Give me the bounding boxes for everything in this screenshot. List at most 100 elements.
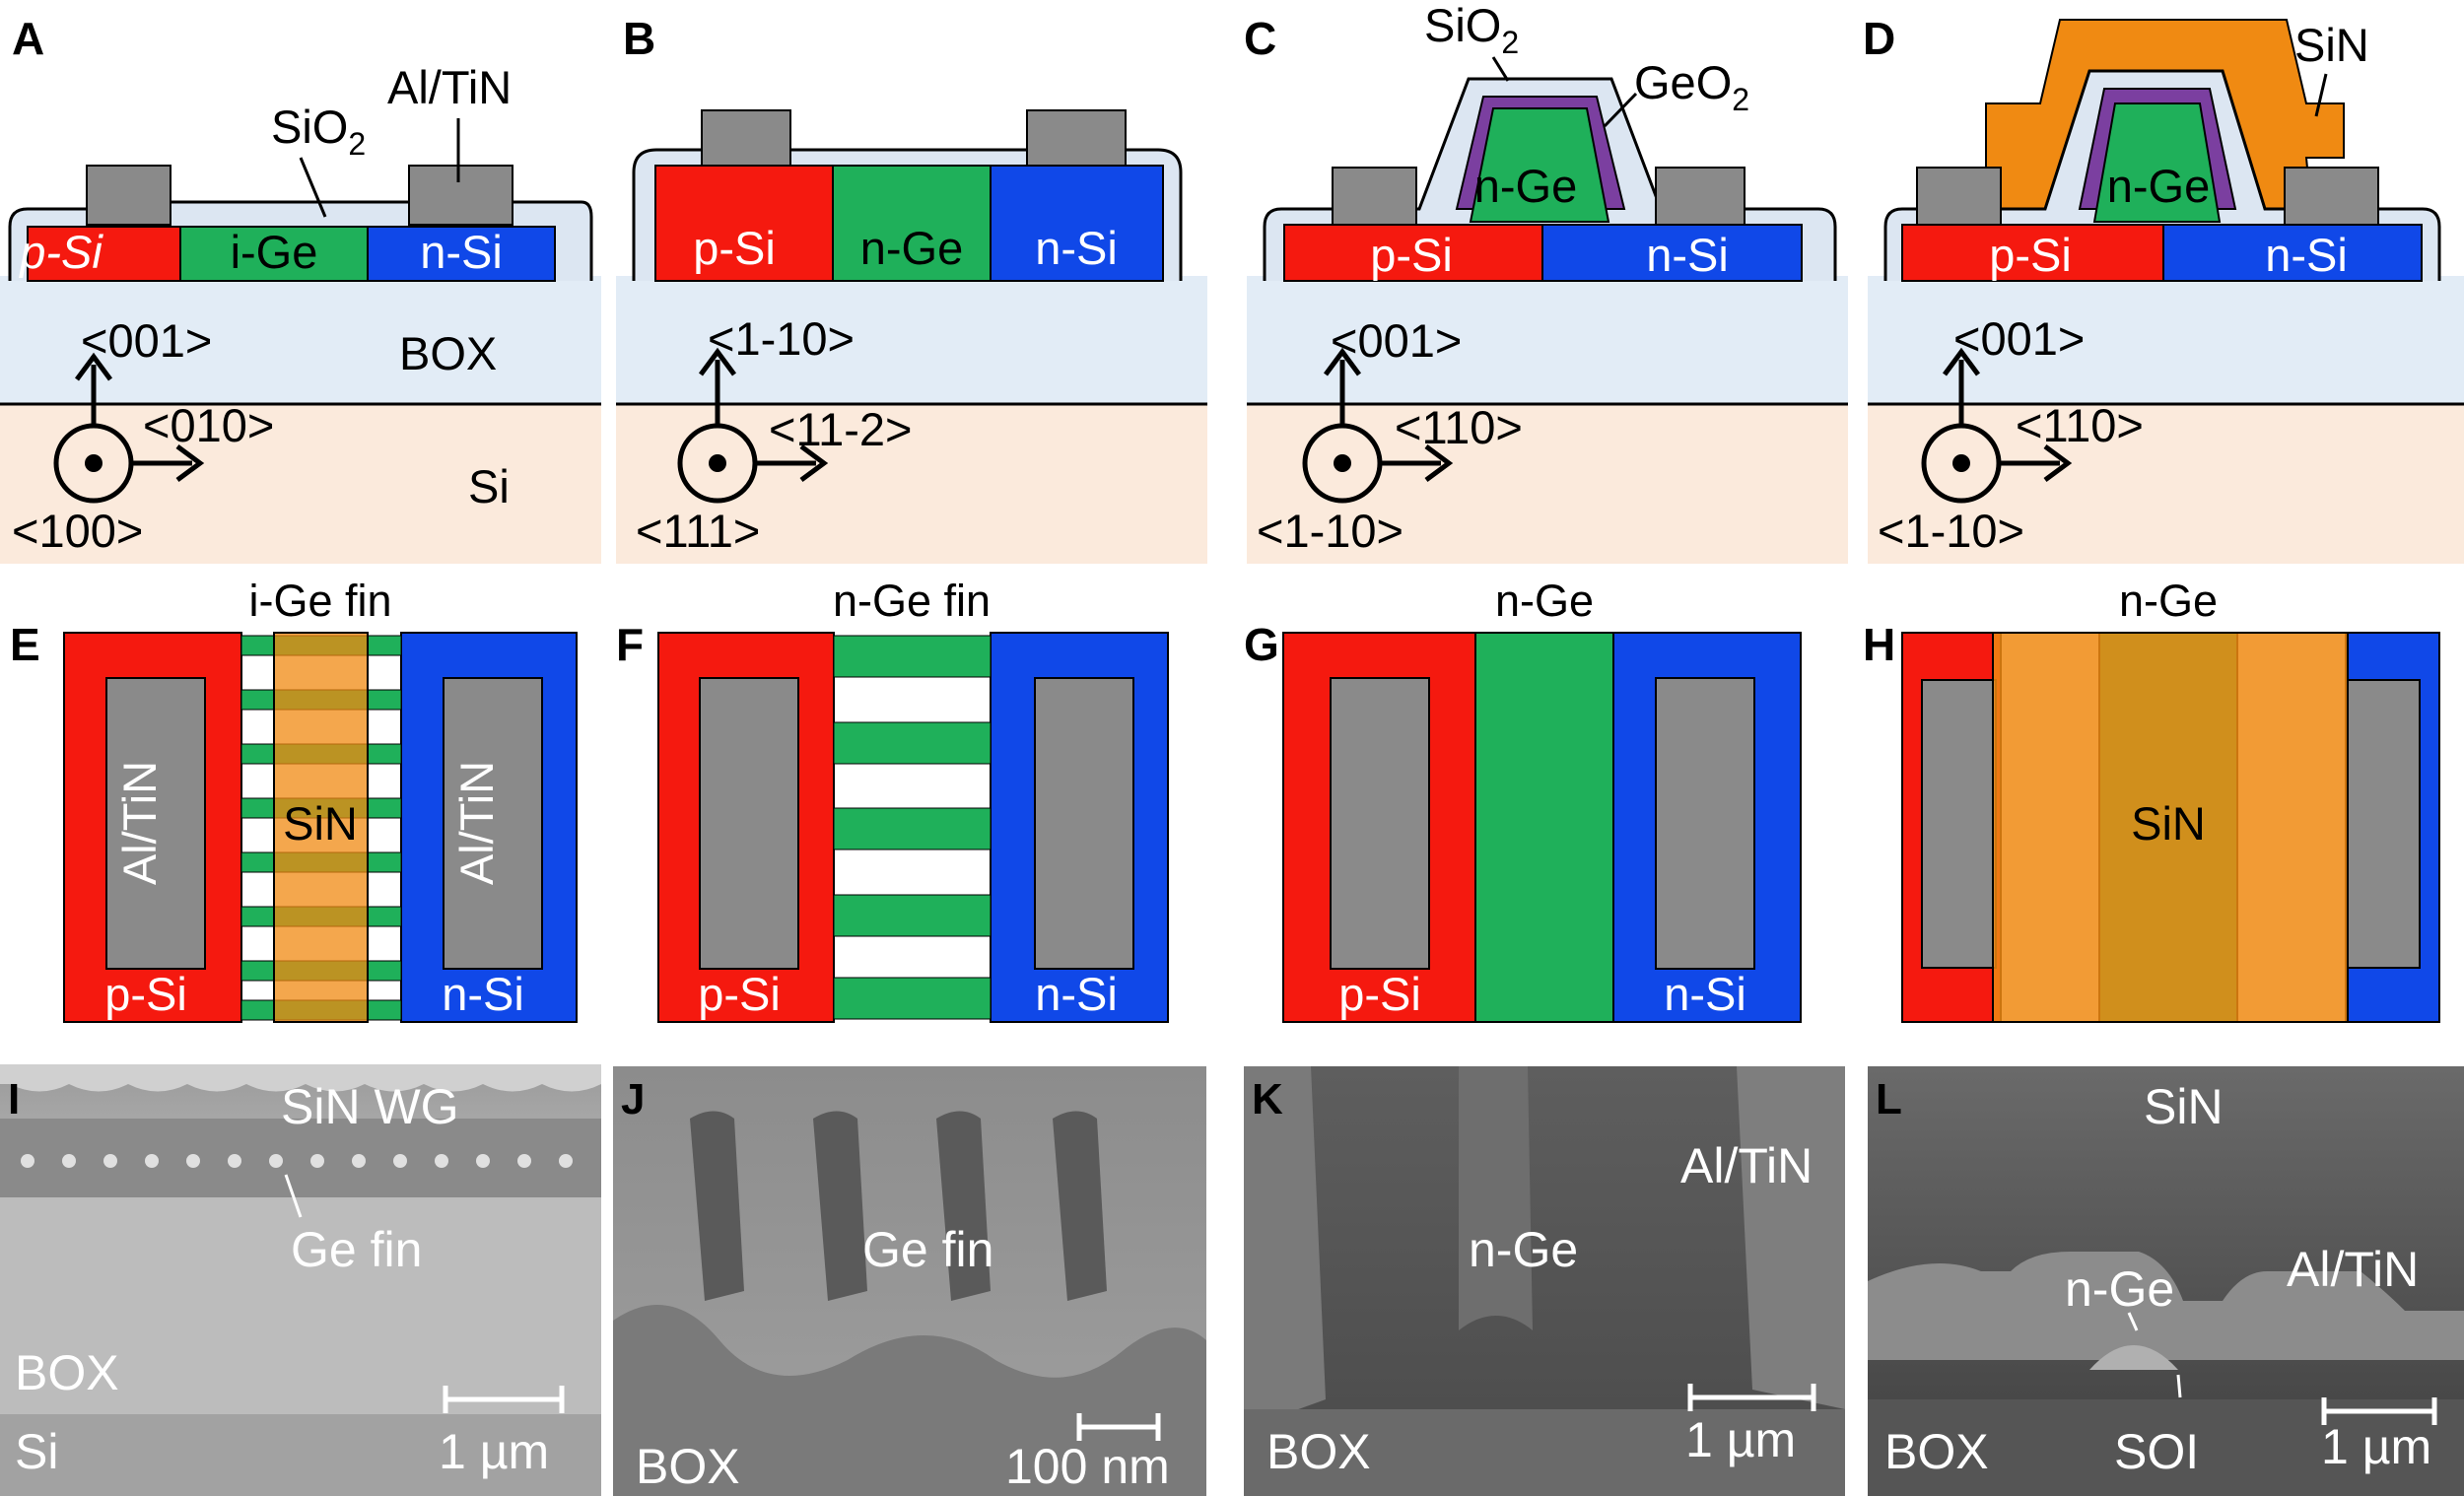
label-n-si: n-Si: [1664, 968, 1746, 1020]
ge-fin-bar: [833, 807, 992, 850]
panel-h: H n-Ge SiN: [1863, 576, 2440, 1023]
axis-out-label: <1-10>: [1878, 505, 2024, 557]
geo2-leader: [1603, 92, 1638, 128]
metal-pad-right: [1655, 677, 1755, 970]
label-n-si: n-Si: [1035, 968, 1118, 1020]
box-layer: [1868, 276, 2464, 404]
label-p-si: p-Si: [698, 968, 781, 1020]
fin-array-f: [833, 635, 992, 1020]
si-layer-sem: [0, 1414, 601, 1496]
axis-right-arrowhead: [2043, 443, 2073, 483]
panel-letter-g: G: [1244, 619, 1279, 670]
axis-up-arrowhead: [1323, 347, 1362, 376]
label-box: BOX: [636, 1439, 740, 1494]
fin-dot: [145, 1154, 159, 1168]
tem-fin: [1053, 1111, 1107, 1301]
panel-f-title: n-Ge fin: [833, 576, 991, 626]
fin-dot: [559, 1154, 573, 1168]
panel-d: D p-Si n-Ge n-Si SiN <001> <110> <1-10>: [1863, 13, 2464, 564]
fin-dot: [103, 1154, 117, 1168]
soi-leader: [2176, 1374, 2182, 1398]
label-al-tin: Al/TiN: [387, 61, 512, 113]
metal-pad-left: [1330, 677, 1430, 970]
panel-f: F n-Ge fin p-Si n-Si: [616, 576, 1169, 1023]
label-box: BOX: [15, 1345, 119, 1400]
panel-letter-f: F: [616, 619, 644, 670]
contact-right: [408, 165, 513, 226]
contact-left: [1332, 167, 1417, 226]
label-n-si: n-Si: [1646, 229, 1729, 281]
scale-bar-label: 1 µm: [2321, 1419, 2431, 1474]
label-al-tin: Al/TiN: [2287, 1242, 2419, 1297]
crystal-axes-b: [677, 347, 829, 504]
axis-up-label: <001>: [1331, 314, 1462, 367]
contact-right: [1655, 167, 1745, 226]
panel-letter-k: K: [1252, 1075, 1283, 1123]
axis-up-arrowhead: [74, 352, 113, 381]
label-p-si: p-Si: [1989, 229, 2072, 281]
p-si-region: [1283, 224, 1543, 282]
si-substrate: [616, 404, 1207, 564]
label-sin-wg: SiN WG: [281, 1079, 459, 1134]
label-n-si: n-Si: [1035, 222, 1118, 274]
p-si-region: [1901, 224, 2164, 282]
label-p-si: p-Si: [18, 226, 103, 278]
ge-fin-bar: [833, 894, 992, 937]
n-si-region: [367, 226, 556, 282]
p-si-region: [654, 165, 834, 282]
box-region-sem: [1868, 1399, 2464, 1496]
sin-cladding: [1992, 632, 2349, 1023]
axis-right-arrowhead: [175, 443, 205, 483]
panel-letter-c: C: [1244, 13, 1276, 64]
axis-right-label: <010>: [143, 399, 274, 451]
label-n-ge: n-Ge: [2107, 160, 2211, 212]
panel-letter-l: L: [1876, 1075, 1902, 1123]
panel-l: L SiN n-Ge Al/TiN BOX SOI 1 µm: [1868, 1066, 2464, 1496]
label-sio2: SiO2: [271, 101, 366, 162]
contact-left: [1916, 167, 2002, 226]
axis-up-label: <1-10>: [708, 312, 855, 365]
panel-c: C p-Si n-Ge n-Si SiO2 GeO2 <001> <110> <…: [1244, 0, 1848, 564]
fin-dot: [186, 1154, 200, 1168]
label-sin: SiN: [283, 797, 358, 850]
fin-dot: [435, 1154, 448, 1168]
panel-i: I SiN WG Ge fin BOX Si 1 µm: [0, 1064, 601, 1496]
label-si: Si: [15, 1424, 58, 1479]
ge-leader: [2127, 1312, 2139, 1331]
label-n-si: n-Si: [2265, 229, 2348, 281]
label-sin: SiN: [2294, 19, 2369, 71]
metal-pad-left: [1921, 679, 1997, 969]
sin-leader: [2314, 73, 2328, 117]
ge-region: [832, 165, 992, 282]
label-box: BOX: [1266, 1424, 1371, 1479]
fin-dot: [228, 1154, 241, 1168]
sin-conformal-layer: [1868, 1252, 2464, 1360]
label-p-si: p-Si: [104, 968, 187, 1020]
contact-right: [2284, 167, 2379, 226]
scale-bar-label: 1 µm: [439, 1424, 549, 1479]
ge-slab: [1474, 632, 1614, 1023]
panel-letter-j: J: [621, 1075, 645, 1123]
contact-right: [1026, 109, 1127, 167]
sin-waveguide: [273, 632, 369, 1023]
panel-e: E i-Ge fin Al/TiN Al/TiN SiN p-Si n-Si: [10, 576, 578, 1023]
axis-out-dot: [1334, 454, 1351, 472]
panel-a: A p-Si i-Ge n-Si SiO2 Al/TiN BOX Si <001…: [0, 13, 601, 564]
sem-top-film: [0, 1064, 601, 1092]
tem-fin: [690, 1111, 744, 1301]
ge-fin: [1469, 107, 1610, 223]
box-layer-sem: [0, 1197, 601, 1414]
ge-fin-sem: [1459, 1066, 1533, 1330]
panel-letter-e: E: [10, 619, 40, 670]
n-si-region: [2162, 224, 2423, 282]
label-n-si: n-Si: [420, 226, 503, 278]
crystal-axes-c: [1302, 347, 1454, 504]
fin-dot: [393, 1154, 407, 1168]
ge-fin-leader: [284, 1174, 303, 1218]
si-substrate: [1868, 404, 2464, 564]
panel-letter-b: B: [623, 13, 655, 64]
tem-fin: [813, 1111, 867, 1301]
label-n-si: n-Si: [442, 968, 524, 1020]
fin-dot: [476, 1154, 490, 1168]
